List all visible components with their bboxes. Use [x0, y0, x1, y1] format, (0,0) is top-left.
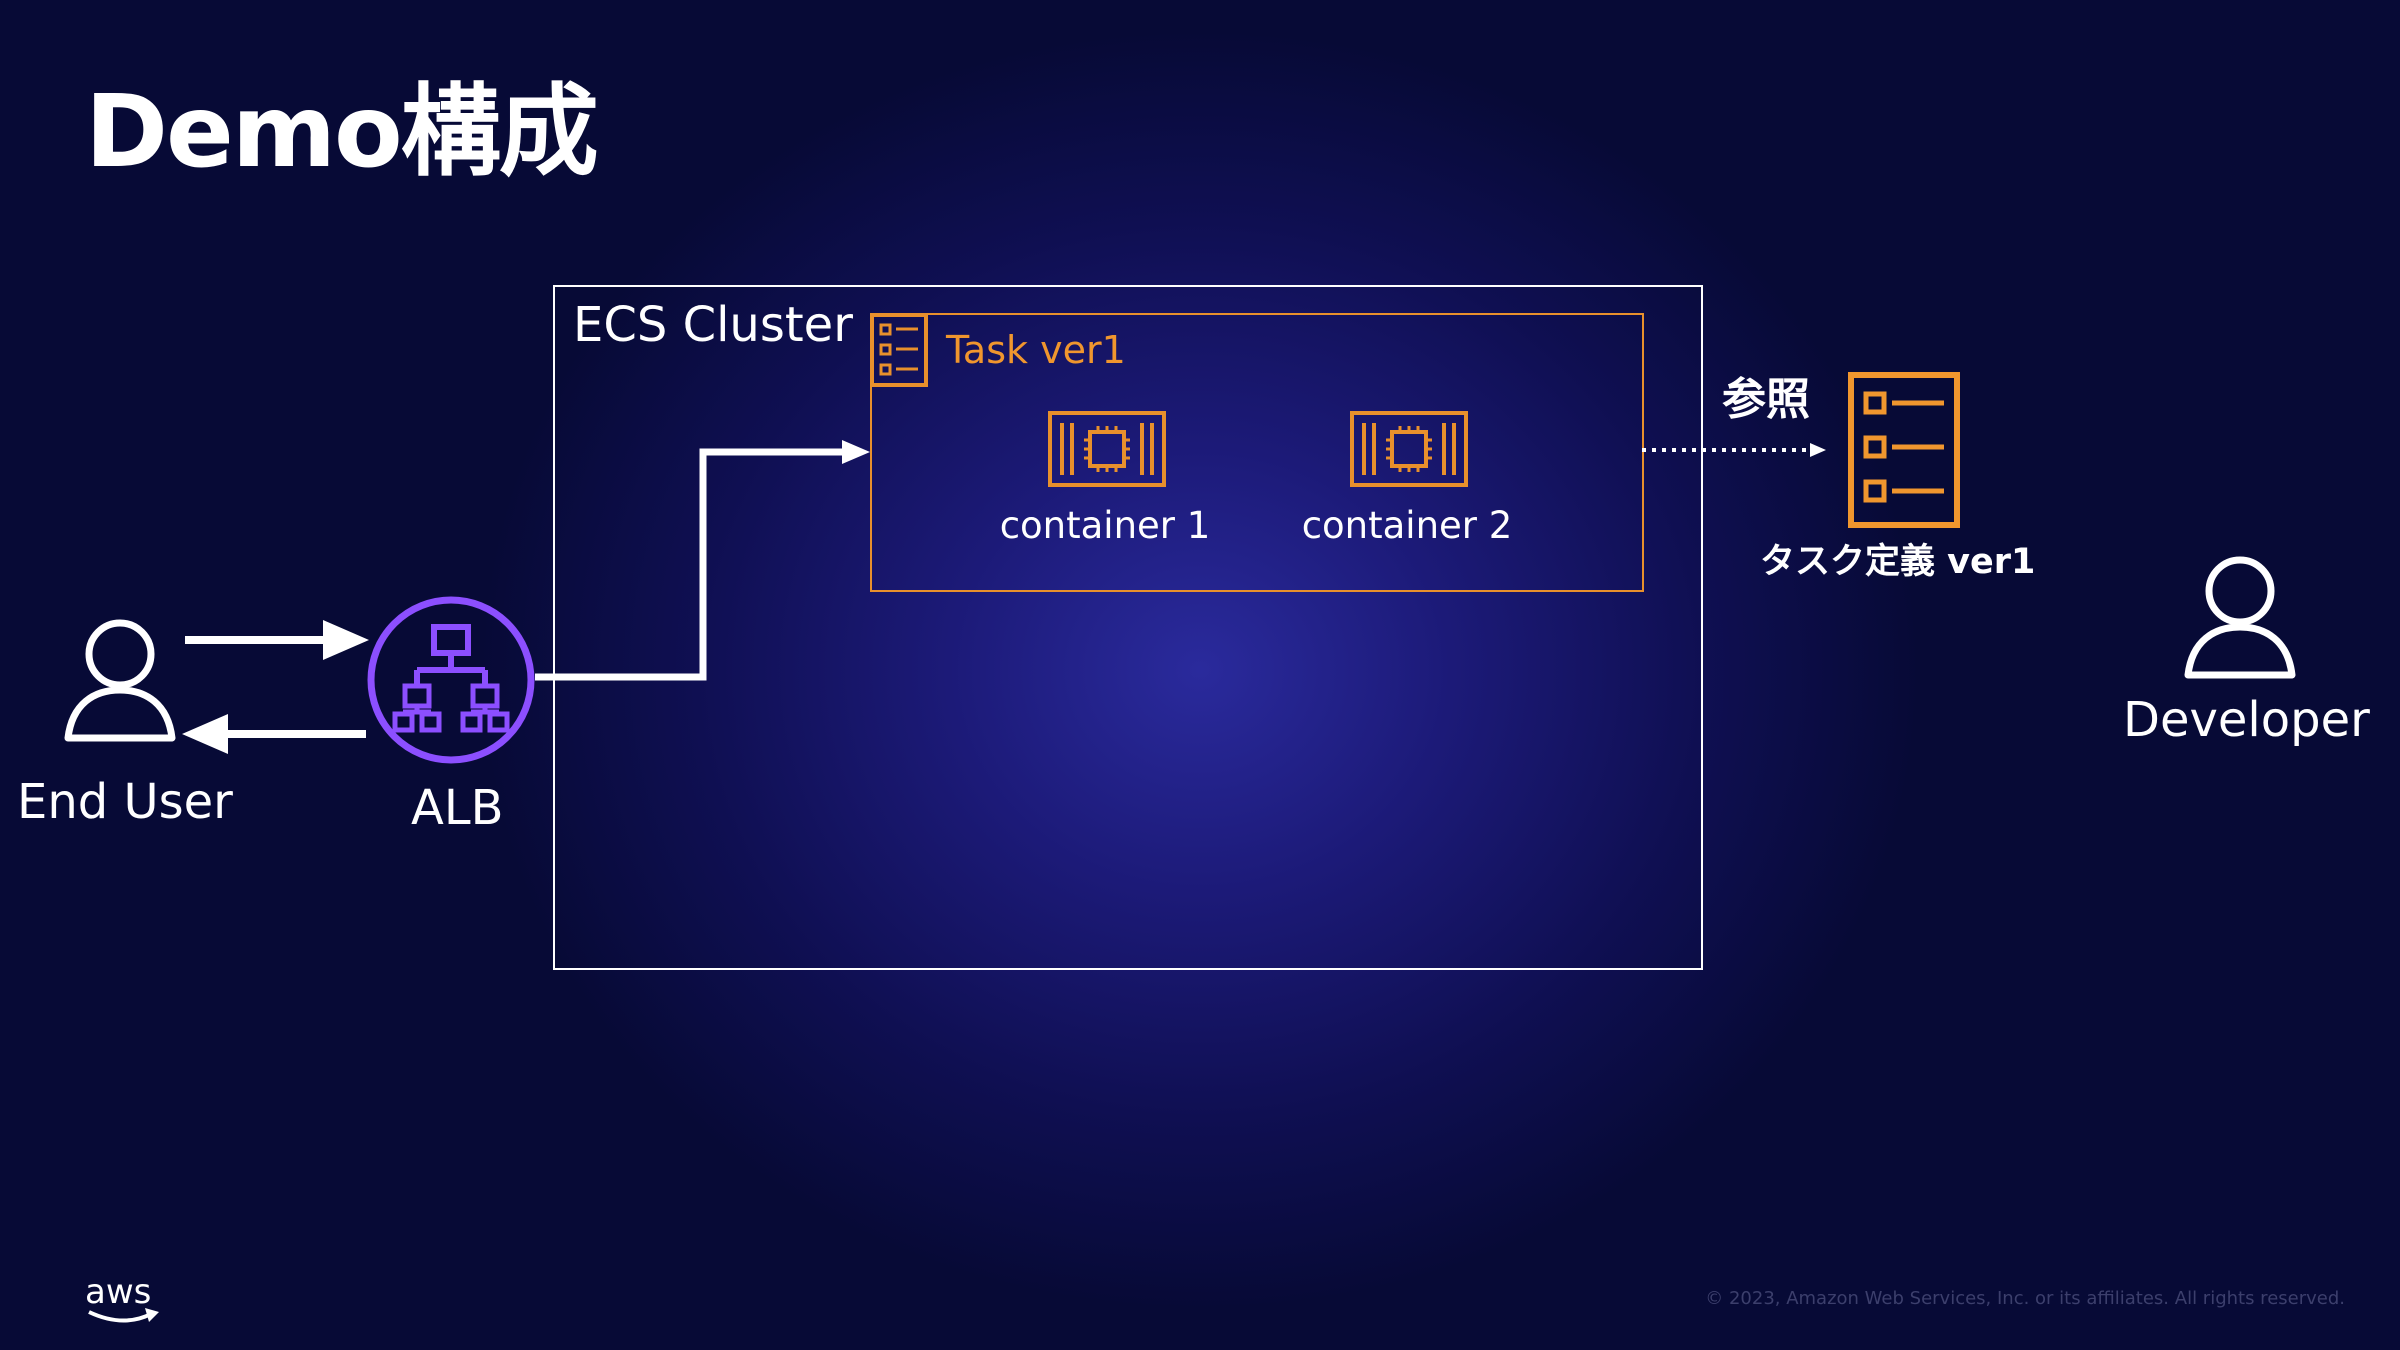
ecs-cluster-label: ECS Cluster [573, 297, 853, 353]
ecs-cluster-box [553, 285, 1703, 970]
task-list-icon [870, 313, 928, 387]
task-definition-icon [1848, 372, 1960, 528]
container-chip-icon [1350, 411, 1468, 487]
container-2-label: container 2 [1301, 504, 1513, 547]
developer-label: Developer [2123, 692, 2370, 748]
alb-to-task-connector [535, 440, 870, 681]
copyright-text: © 2023, Amazon Web Services, Inc. or its… [1705, 1288, 2345, 1309]
reference-dotted-arrow [1642, 443, 1826, 457]
aws-logo-text: aws [85, 1272, 152, 1312]
slide-title: Demo構成 [85, 73, 599, 190]
request-arrow [185, 620, 369, 660]
container-chip-icon [1048, 411, 1166, 487]
load-balancer-icon [367, 596, 535, 764]
developer-icon [2184, 556, 2296, 679]
container-1-label: container 1 [999, 504, 1211, 547]
task-box [870, 313, 1644, 592]
task-label: Task ver1 [946, 328, 1126, 372]
response-arrow [182, 714, 366, 754]
aws-smile-icon [88, 1308, 159, 1323]
alb-label: ALB [411, 780, 504, 836]
end-user-icon [64, 619, 176, 742]
task-definition-label: タスク定義 ver1 [1760, 542, 2036, 582]
aws-logo: aws [85, 1272, 159, 1323]
end-user-label: End User [17, 774, 233, 830]
reference-label: 参照 [1722, 374, 1810, 425]
